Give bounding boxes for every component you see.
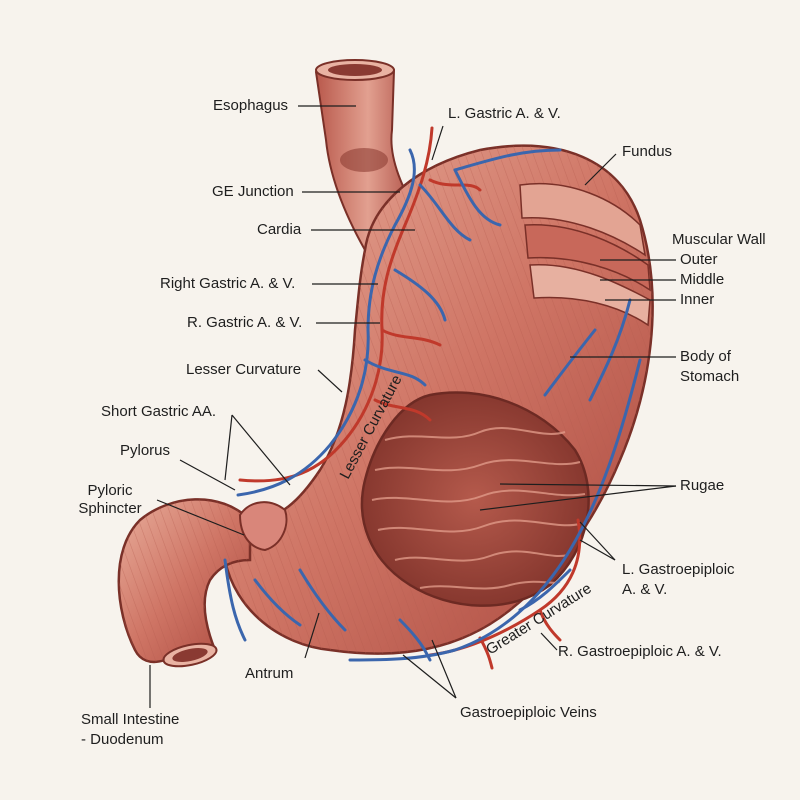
label-ge-junction: GE Junction bbox=[212, 183, 294, 200]
label-middle: Middle bbox=[680, 271, 725, 288]
label-small-intestine-line2: - Duodenum bbox=[81, 731, 164, 748]
label-pyloric-sphincter-line2: Sphincter bbox=[78, 500, 142, 517]
duodenum-shape bbox=[117, 498, 288, 668]
label-cardia: Cardia bbox=[257, 221, 302, 238]
label-inner: Inner bbox=[680, 291, 715, 308]
label-esophagus: Esophagus bbox=[213, 97, 289, 114]
label-pylorus: Pylorus bbox=[120, 442, 171, 459]
label-outer: Outer bbox=[680, 251, 718, 268]
label-r-gastric: R. Gastric A. & V. bbox=[187, 314, 303, 331]
label-gastroepiploic-veins: Gastroepiploic Veins bbox=[460, 704, 597, 721]
veins bbox=[223, 148, 642, 662]
label-body-of-stomach-line1: Body of bbox=[680, 348, 731, 365]
label-short-gastric: Short Gastric AA. bbox=[101, 403, 217, 420]
label-rugae: Rugae bbox=[680, 477, 725, 494]
label-small-intestine-line1: Small Intestine bbox=[81, 711, 180, 728]
label-lesser-curvature: Lesser Curvature bbox=[186, 361, 302, 378]
label-body-of-stomach-line2: Stomach bbox=[680, 368, 740, 385]
leader-lines bbox=[149, 105, 677, 708]
label-l-gastroepiploic-line1: L. Gastroepiploic bbox=[622, 561, 735, 578]
label-fundus: Fundus bbox=[622, 143, 673, 160]
label-pyloric-sphincter-line1: Pyloric bbox=[87, 482, 133, 499]
label-antrum: Antrum bbox=[245, 665, 294, 682]
label-muscular-wall: Muscular Wall bbox=[672, 231, 766, 248]
rugae-cutaway bbox=[360, 391, 590, 607]
label-l-gastric: L. Gastric A. & V. bbox=[448, 105, 561, 122]
label-l-gastroepiploic-line2: A. & V. bbox=[622, 581, 668, 598]
label-right-gastric: Right Gastric A. & V. bbox=[160, 275, 296, 292]
label-r-gastroepiploic: R. Gastroepiploic A. & V. bbox=[558, 643, 722, 660]
